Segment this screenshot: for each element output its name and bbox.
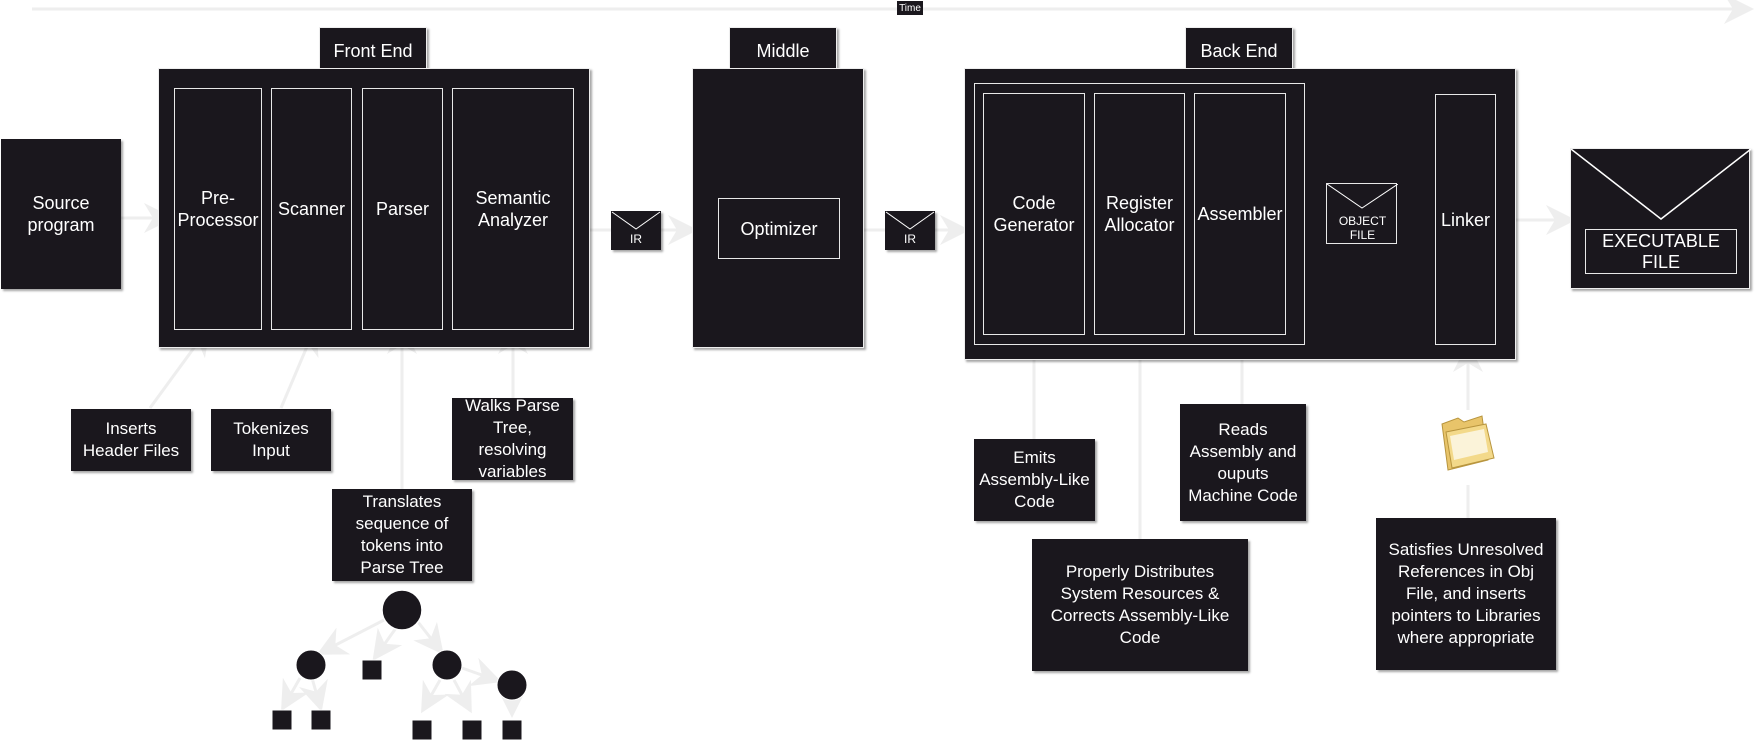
middle-container: Optimizer bbox=[692, 68, 864, 348]
note-parser: Translates sequence of tokens into Parse… bbox=[332, 489, 472, 581]
note-semantic: Walks Parse Tree, resolving variables bbox=[452, 396, 573, 481]
note-linker: Satisfies Unresolved References in Obj F… bbox=[1376, 518, 1556, 670]
stage-assembler: Assembler bbox=[1194, 93, 1286, 335]
stage-semantic-analyzer: Semantic Analyzer bbox=[452, 88, 574, 330]
ir-envelope-1: IR bbox=[611, 211, 661, 250]
stage-scanner: Scanner bbox=[271, 88, 352, 330]
back-end-container: Code Generator Register Allocator Assemb… bbox=[964, 68, 1516, 360]
envelope-icon bbox=[611, 211, 661, 230]
envelope-icon bbox=[1571, 149, 1751, 220]
object-file-envelope: OBJECT FILE bbox=[1326, 183, 1398, 244]
ir-label-2: IR bbox=[904, 232, 916, 246]
timeline-label: Time bbox=[897, 1, 923, 15]
stage-parser: Parser bbox=[362, 88, 443, 330]
note-assembler: Reads Assembly and ouputs Machine Code bbox=[1180, 404, 1306, 521]
ir-envelope-2: IR bbox=[885, 211, 935, 250]
source-program: Source program bbox=[1, 139, 121, 289]
codegen-group bbox=[974, 83, 1305, 345]
note-regalloc: Properly Distributes System Resources & … bbox=[1032, 539, 1248, 671]
stage-code-generator: Code Generator bbox=[983, 93, 1085, 335]
stage-register-allocator: Register Allocator bbox=[1094, 93, 1185, 335]
ir-label-1: IR bbox=[630, 232, 642, 246]
parse-tree-edges bbox=[281, 616, 527, 718]
front-end-container: Pre- Processor Scanner Parser Semantic A… bbox=[158, 68, 590, 348]
note-codegen: Emits Assembly-Like Code bbox=[974, 439, 1095, 521]
note-scanner: Tokenizes Input bbox=[211, 409, 331, 471]
stage-preprocessor: Pre- Processor bbox=[174, 88, 262, 330]
folder-icon bbox=[1441, 415, 1495, 471]
stage-optimizer: Optimizer bbox=[718, 198, 840, 259]
envelope-icon bbox=[1327, 184, 1398, 209]
executable-label: EXECUTABLE FILE bbox=[1585, 229, 1737, 274]
object-file-label: OBJECT FILE bbox=[1338, 214, 1387, 242]
stage-linker: Linker bbox=[1435, 94, 1496, 345]
executable-file: EXECUTABLE FILE bbox=[1570, 148, 1751, 289]
section-middle: Middle bbox=[729, 27, 837, 76]
note-preprocessor: Inserts Header Files bbox=[71, 409, 191, 471]
envelope-icon bbox=[885, 211, 935, 230]
